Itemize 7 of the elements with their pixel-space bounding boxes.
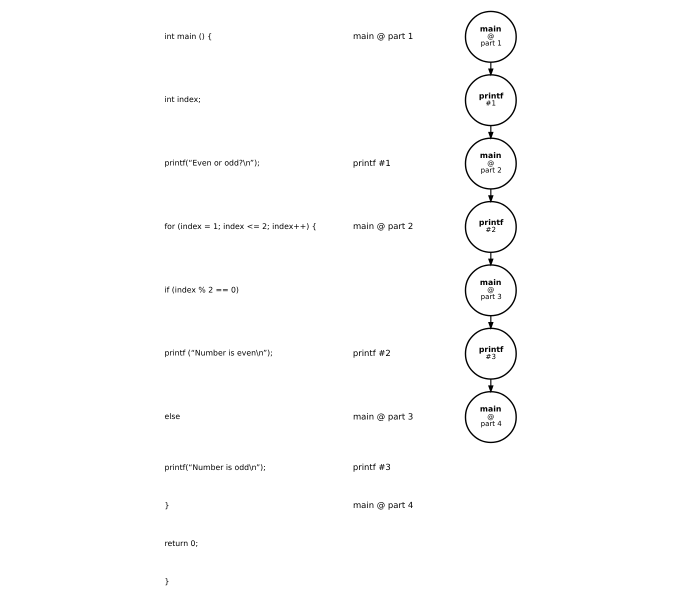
label: main @ part 1	[352, 31, 413, 42]
label: main @ part 3	[352, 411, 413, 422]
label: main @ part 2	[352, 221, 413, 232]
label: printf #3	[352, 462, 390, 472]
label: printf #1	[352, 158, 390, 168]
label: printf #2	[352, 348, 390, 358]
label: main @ part 4	[352, 500, 413, 510]
